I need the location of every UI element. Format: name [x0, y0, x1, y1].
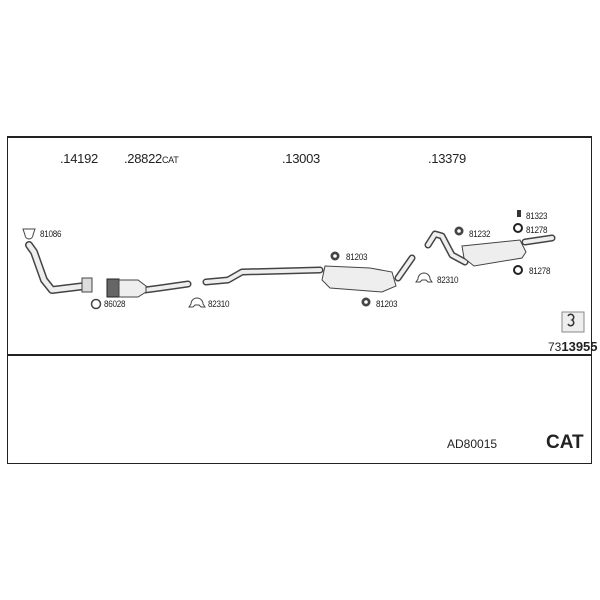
- label-82310: 82310: [437, 275, 459, 285]
- gasket-81086-icon: [22, 228, 36, 240]
- diagram-frame: [7, 136, 592, 464]
- kit-icon: [561, 311, 585, 333]
- label-81203: 81203: [346, 252, 368, 262]
- label-82310: 82310: [208, 299, 230, 309]
- part-number-28822: .28822CAT: [124, 151, 179, 166]
- label-81278: 81278: [529, 266, 551, 276]
- label-81232: 81232: [469, 229, 491, 239]
- label-81323: 81323: [526, 211, 548, 221]
- ring-81278-icon: [513, 265, 523, 275]
- ring-86028-icon: [90, 298, 102, 310]
- ring-81278-icon: [513, 223, 523, 233]
- rear-silencer: [461, 239, 527, 267]
- rubber-mount-81203-icon: [330, 251, 340, 261]
- label-81086: 81086: [40, 229, 62, 239]
- kit-number-bold: 13955: [561, 339, 598, 354]
- part-suffix-cat: CAT: [161, 155, 179, 165]
- flange-icon: [81, 277, 93, 293]
- part-number-14192: .14192: [60, 151, 98, 166]
- type-label: CAT: [546, 432, 584, 453]
- rubber-mount-81232-icon: [454, 226, 464, 236]
- catalytic-converter: [106, 278, 147, 298]
- label-81278: 81278: [526, 225, 548, 235]
- middle-silencer: [321, 265, 397, 293]
- front-pipe: [25, 241, 89, 294]
- kit-prefix: 73: [548, 340, 562, 354]
- part-number-text: .28822: [124, 151, 162, 166]
- rubber-mount-81203-icon: [361, 297, 371, 307]
- reference-code: AD80015: [447, 437, 498, 451]
- part-number-13003: .13003: [282, 151, 320, 166]
- clamp-82310-icon: [188, 297, 206, 308]
- part-number-13379: .13379: [428, 151, 466, 166]
- label-86028: 86028: [104, 299, 126, 309]
- label-81203: 81203: [376, 299, 398, 309]
- divider-line: [7, 354, 592, 356]
- clamp-82310-icon: [415, 272, 433, 283]
- kit-number: 7313955: [548, 339, 598, 354]
- hanger-81323-icon: [517, 210, 521, 217]
